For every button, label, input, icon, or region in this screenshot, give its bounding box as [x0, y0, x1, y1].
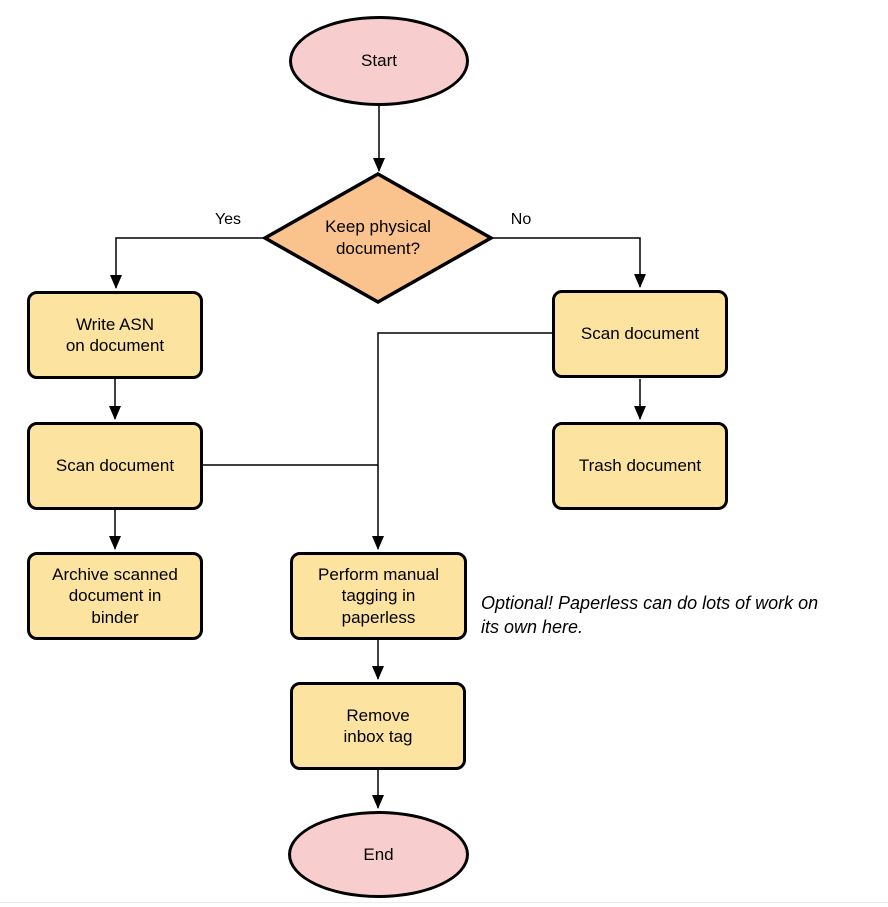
process-archive-scanned-document: Archive scanned document in binder	[27, 552, 203, 640]
start-terminal: Start	[289, 16, 469, 106]
page-bottom-divider	[0, 902, 888, 903]
process-manual-tagging: Perform manual tagging in paperless	[290, 552, 467, 640]
process-remove-inbox-tag: Remove inbox tag	[290, 682, 466, 770]
note-optional-paperless: Optional! Paperless can do lots of work …	[481, 593, 819, 638]
edge-scan-right-to-tagging	[372, 332, 552, 550]
edge-label-yes: Yes	[214, 211, 242, 228]
end-terminal: End	[288, 811, 469, 898]
decision-diamond-shape	[261, 171, 495, 305]
edge-label-no: No	[510, 211, 532, 228]
decision-keep-physical-document-label: Keep physical document?	[325, 216, 431, 258]
process-scan-document-left: Scan document	[27, 422, 203, 510]
process-write-asn-on-document: Write ASN on document	[27, 291, 203, 379]
edge-decision-no-to-scan-right	[491, 237, 646, 288]
process-scan-document-right: Scan document	[552, 290, 728, 378]
process-trash-document: Trash document	[552, 422, 728, 510]
edge-decision-yes-to-write-asn	[110, 237, 265, 289]
